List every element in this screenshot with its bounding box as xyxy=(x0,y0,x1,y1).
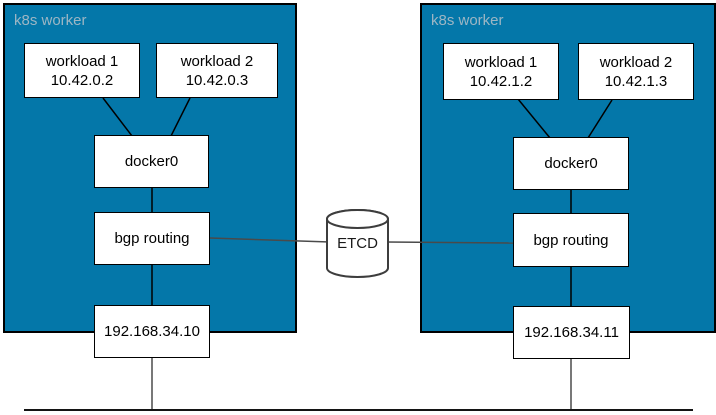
worker-title-left: k8s worker xyxy=(14,12,87,29)
workload-ip: 10.42.0.2 xyxy=(50,71,114,89)
workload-name: workload 1 xyxy=(464,53,538,71)
routing-label: bgp routing xyxy=(114,230,190,247)
workload-ip: 10.42.1.2 xyxy=(469,72,533,90)
node-workload2-right: workload 2 10.42.1.3 xyxy=(578,43,694,100)
etcd-label: ETCD xyxy=(337,235,378,252)
node-bgp-routing-left: bgp routing xyxy=(94,212,210,265)
worker-title-right: k8s worker xyxy=(431,12,504,29)
host-ip-label: 192.168.34.10 xyxy=(104,323,200,340)
node-workload2-left: workload 2 10.42.0.3 xyxy=(156,43,278,98)
workload-name: workload 2 xyxy=(599,53,673,71)
workload-name: workload 2 xyxy=(180,52,254,70)
node-docker0-left: docker0 xyxy=(94,135,209,188)
node-host-ip-left: 192.168.34.10 xyxy=(94,305,210,358)
node-workload1-right: workload 1 10.42.1.2 xyxy=(443,43,559,100)
host-ip-label: 192.168.34.11 xyxy=(524,324,619,341)
workload-ip: 10.42.1.3 xyxy=(604,72,668,90)
routing-label: bgp routing xyxy=(533,231,609,249)
node-workload1-left: workload 1 10.42.0.2 xyxy=(24,43,140,98)
workload-name: workload 1 xyxy=(45,52,119,70)
node-docker0-right: docker0 xyxy=(513,137,629,190)
node-bgp-routing-right: bgp routing xyxy=(513,213,629,267)
host-network-drop-lines xyxy=(151,357,572,410)
bridge-label: docker0 xyxy=(544,155,598,172)
node-host-ip-right: 192.168.34.11 xyxy=(513,306,630,359)
workload-ip: 10.42.0.3 xyxy=(185,71,249,89)
bridge-label: docker0 xyxy=(124,153,179,170)
